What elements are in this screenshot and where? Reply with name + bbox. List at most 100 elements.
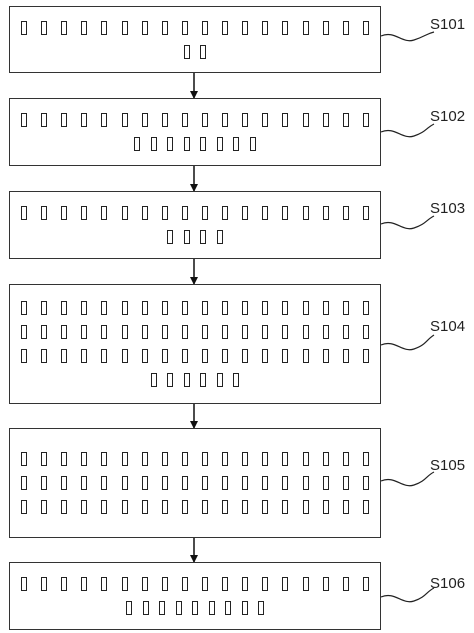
missing-glyph-box bbox=[342, 113, 349, 127]
missing-glyph-box bbox=[262, 476, 269, 490]
missing-glyph-box bbox=[21, 325, 27, 339]
missing-glyph-box bbox=[262, 206, 269, 220]
missing-glyph-box bbox=[222, 452, 229, 466]
missing-glyph-box bbox=[101, 301, 108, 315]
missing-glyph-box bbox=[242, 206, 249, 220]
missing-glyph-box bbox=[41, 20, 48, 35]
missing-glyph-box bbox=[302, 452, 309, 466]
missing-glyph-box bbox=[322, 20, 329, 35]
missing-glyph-box bbox=[342, 452, 349, 466]
missing-glyph-box bbox=[242, 500, 249, 514]
missing-glyph-box bbox=[282, 577, 289, 591]
missing-glyph-box bbox=[241, 601, 248, 615]
missing-glyph-box bbox=[342, 500, 349, 514]
missing-glyph-box bbox=[242, 577, 249, 591]
missing-glyph-box bbox=[222, 301, 229, 315]
missing-glyph-box bbox=[302, 113, 309, 127]
missing-glyph-box bbox=[225, 601, 231, 615]
glyph-row bbox=[10, 500, 380, 514]
missing-glyph-box bbox=[150, 373, 157, 387]
missing-glyph-box bbox=[121, 500, 128, 514]
missing-glyph-box bbox=[302, 325, 309, 339]
missing-glyph-box bbox=[61, 301, 68, 315]
missing-glyph-box bbox=[161, 476, 168, 490]
missing-glyph-box bbox=[161, 301, 168, 315]
glyph-row bbox=[10, 137, 380, 151]
glyph-row bbox=[10, 325, 380, 339]
missing-glyph-box bbox=[142, 601, 149, 615]
missing-glyph-box bbox=[201, 325, 208, 339]
missing-glyph-box bbox=[101, 113, 108, 127]
missing-glyph-box bbox=[41, 577, 48, 591]
missing-glyph-box bbox=[101, 452, 108, 466]
missing-glyph-box bbox=[262, 301, 269, 315]
missing-glyph-box bbox=[167, 137, 174, 151]
missing-glyph-box bbox=[21, 476, 27, 490]
missing-glyph-box bbox=[161, 349, 168, 363]
missing-glyph-box bbox=[21, 577, 27, 591]
missing-glyph-box bbox=[150, 137, 157, 151]
step-box-s105 bbox=[9, 428, 381, 538]
missing-glyph-box bbox=[181, 500, 188, 514]
missing-glyph-box bbox=[233, 373, 240, 387]
missing-glyph-box bbox=[181, 20, 188, 35]
missing-glyph-box bbox=[282, 500, 289, 514]
glyph-row bbox=[10, 20, 380, 35]
missing-glyph-box bbox=[262, 577, 269, 591]
missing-glyph-box bbox=[201, 20, 208, 35]
missing-glyph-box bbox=[61, 476, 68, 490]
missing-glyph-box bbox=[322, 206, 329, 220]
missing-glyph-box bbox=[208, 601, 215, 615]
missing-glyph-box bbox=[141, 113, 148, 127]
missing-glyph-box bbox=[183, 373, 190, 387]
missing-glyph-box bbox=[362, 206, 369, 220]
missing-glyph-box bbox=[242, 20, 249, 35]
missing-glyph-box bbox=[41, 476, 48, 490]
missing-glyph-box bbox=[322, 500, 329, 514]
missing-glyph-box bbox=[161, 577, 168, 591]
missing-glyph-box bbox=[322, 476, 329, 490]
missing-glyph-box bbox=[222, 476, 229, 490]
missing-glyph-box bbox=[282, 325, 289, 339]
missing-glyph-box bbox=[21, 301, 27, 315]
missing-glyph-box bbox=[161, 325, 168, 339]
missing-glyph-box bbox=[322, 349, 329, 363]
missing-glyph-box bbox=[262, 325, 269, 339]
missing-glyph-box bbox=[181, 476, 188, 490]
missing-glyph-box bbox=[121, 20, 128, 35]
missing-glyph-box bbox=[181, 349, 188, 363]
missing-glyph-box bbox=[21, 113, 27, 127]
missing-glyph-box bbox=[201, 301, 208, 315]
missing-glyph-box bbox=[322, 325, 329, 339]
missing-glyph-box bbox=[121, 452, 128, 466]
missing-glyph-box bbox=[302, 577, 309, 591]
missing-glyph-box bbox=[61, 349, 68, 363]
missing-glyph-box bbox=[61, 113, 68, 127]
missing-glyph-box bbox=[61, 206, 68, 220]
missing-glyph-box bbox=[121, 206, 128, 220]
step-box-s104 bbox=[9, 284, 381, 404]
missing-glyph-box bbox=[282, 301, 289, 315]
missing-glyph-box bbox=[181, 206, 188, 220]
missing-glyph-box bbox=[216, 373, 223, 387]
missing-glyph-box bbox=[61, 20, 68, 35]
step-label-s101: S101 bbox=[430, 16, 466, 33]
missing-glyph-box bbox=[258, 601, 264, 615]
missing-glyph-box bbox=[233, 137, 240, 151]
missing-glyph-box bbox=[81, 20, 88, 35]
missing-glyph-box bbox=[141, 500, 148, 514]
missing-glyph-box bbox=[141, 577, 148, 591]
missing-glyph-box bbox=[242, 452, 249, 466]
missing-glyph-box bbox=[121, 113, 128, 127]
missing-glyph-box bbox=[282, 452, 289, 466]
missing-glyph-box bbox=[161, 500, 168, 514]
missing-glyph-box bbox=[222, 206, 229, 220]
glyph-row bbox=[10, 206, 380, 220]
missing-glyph-box bbox=[201, 113, 208, 127]
missing-glyph-box bbox=[302, 476, 309, 490]
missing-glyph-box bbox=[167, 230, 174, 244]
missing-glyph-box bbox=[41, 452, 48, 466]
missing-glyph-box bbox=[21, 20, 27, 35]
missing-glyph-box bbox=[101, 476, 108, 490]
missing-glyph-box bbox=[322, 452, 329, 466]
